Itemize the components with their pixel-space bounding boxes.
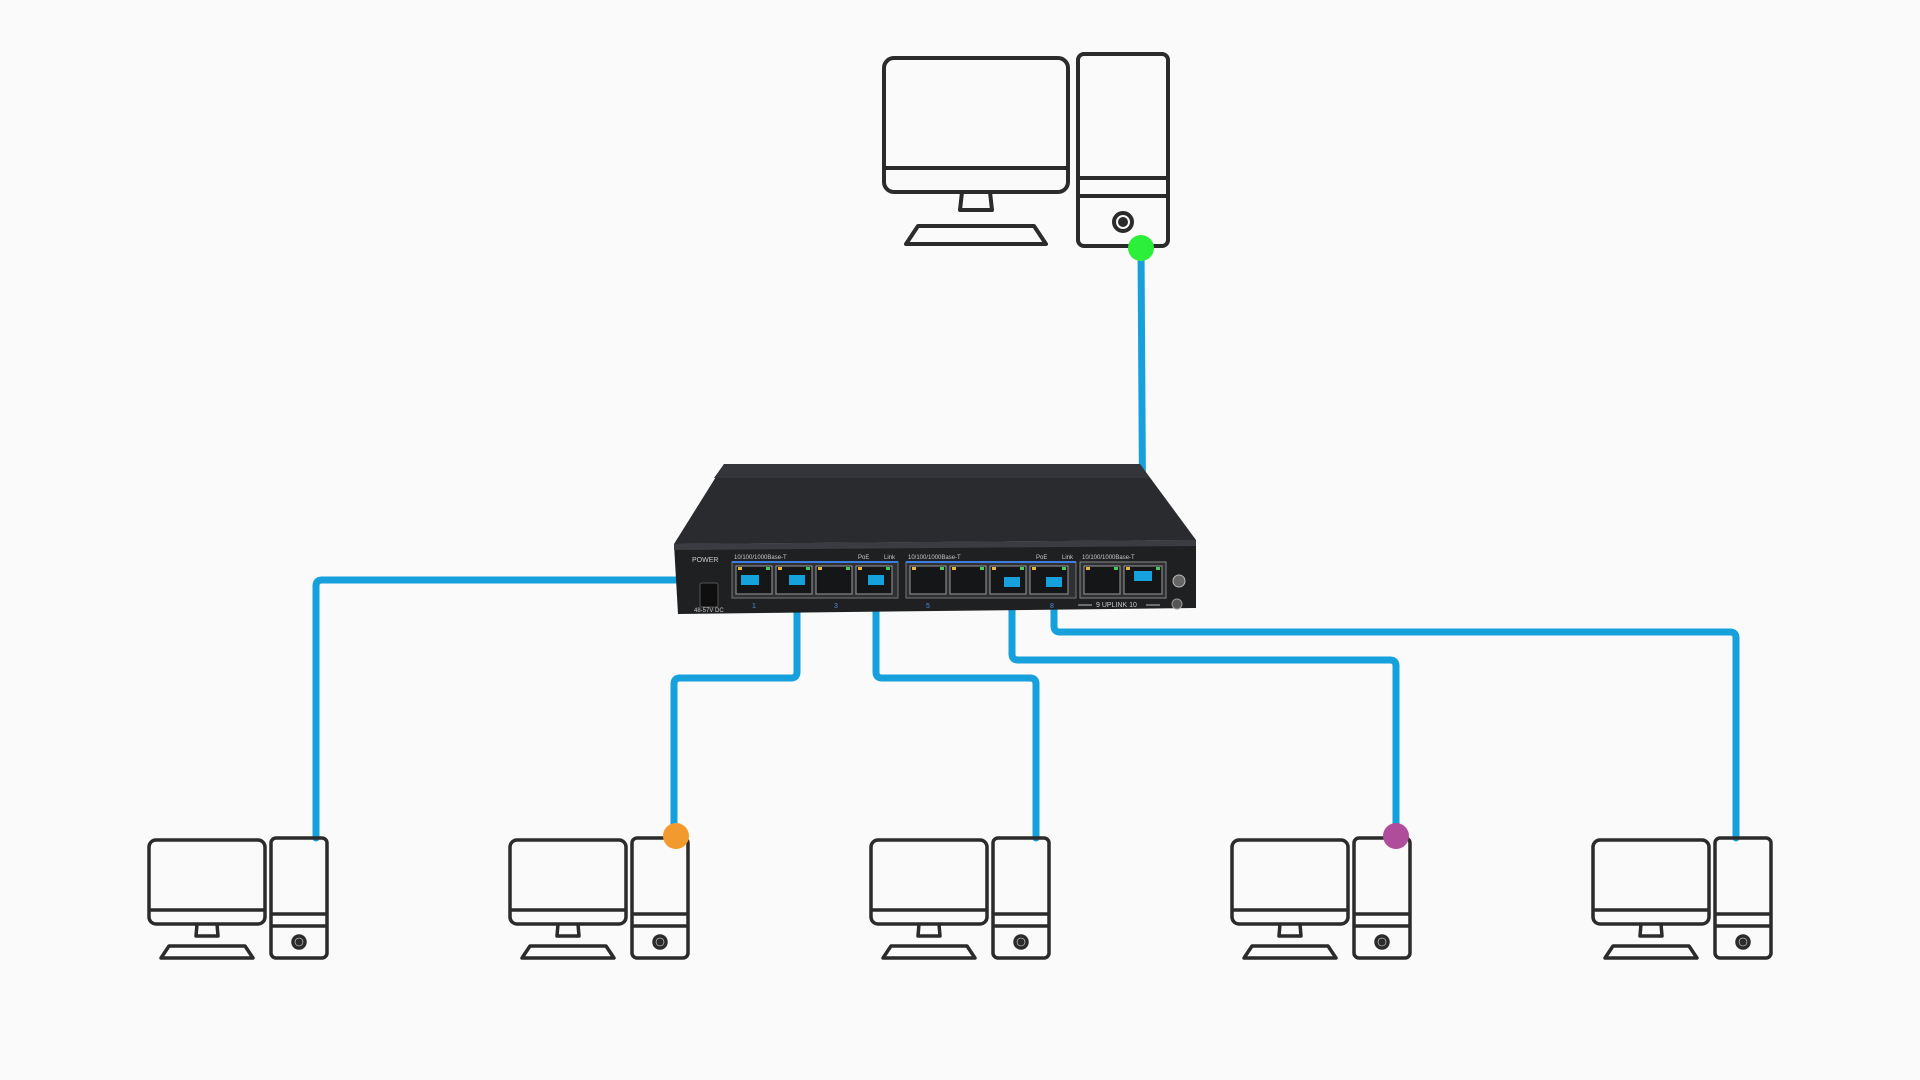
signal-dot-purple [1383,823,1409,849]
poe-label-2: PoE [1036,555,1047,561]
port-3 [815,565,853,595]
port-number-3: 3 [834,603,838,610]
client-computer-icon-4 [1230,836,1412,960]
port-6 [949,565,987,595]
cable-plugs [741,571,1152,587]
client-computer-icon-1 [147,836,329,960]
cable-port-8 [1050,578,1740,842]
ground-icon [1171,598,1183,610]
port-number-5: 5 [926,603,930,610]
network-switch-icon: POWER 48-57V DC 10/100/1000Base-T PoE Li… [674,464,1196,614]
cable-port-3 [670,576,801,840]
cable-port-7 [1008,578,1400,840]
port-number-1: 1 [752,603,756,610]
signal-dot-orange [663,823,689,849]
port-9 [1083,565,1121,595]
client-computer-icon-2 [508,836,690,960]
uplink-speed-label: 10/100/1000Base-T [1082,555,1135,561]
voltage-label: 48-57V DC [694,608,724,614]
client-computer-icon-3 [869,836,1051,960]
cable-port-5 [872,576,1040,842]
group1-speed-label: 10/100/1000Base-T [734,555,787,561]
poe-label-1: PoE [858,555,869,561]
reset-screw-icon [1172,574,1186,588]
link-label-1: Link [884,555,896,561]
port-5 [909,565,947,595]
server-computer-icon [882,52,1170,248]
cable-port-1 [312,576,756,842]
uplink-label: 9 UPLINK 10 [1096,602,1137,609]
power-label: POWER [692,557,718,564]
client-computer-icon-5 [1591,836,1773,960]
active-link-dot [1128,235,1154,261]
cables [312,244,1740,842]
link-label-2: Link [1062,555,1074,561]
port-number-8: 8 [1050,603,1054,610]
group2-speed-label: 10/100/1000Base-T [908,555,961,561]
port-leds [738,567,1160,570]
